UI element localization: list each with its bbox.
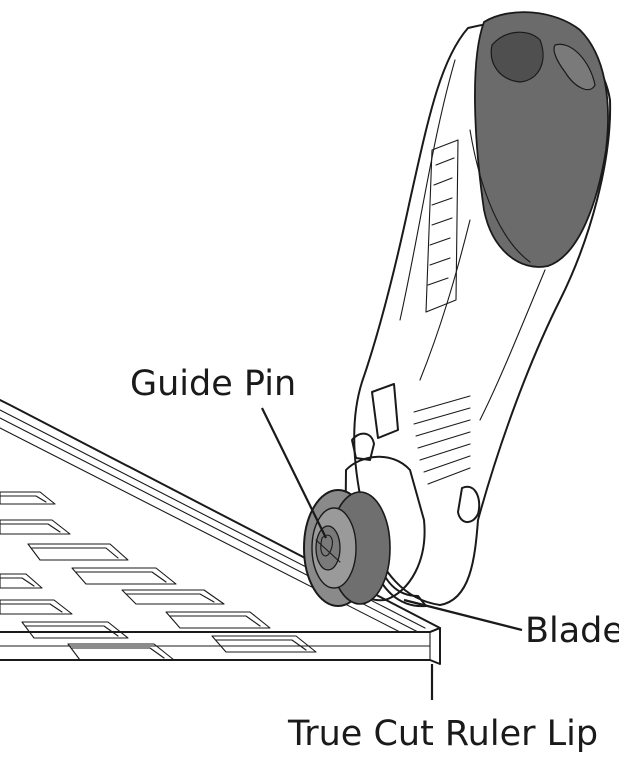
ruler-windows	[0, 491, 317, 661]
guide-pin	[303, 489, 391, 607]
blade-leader	[403, 598, 523, 632]
guide-pin-label: Guide Pin	[130, 364, 296, 404]
ruler	[0, 399, 441, 665]
side-vents	[413, 395, 471, 485]
ruler-lip-label: True Cut Ruler Lip	[287, 714, 598, 754]
guide-pin-leader	[261, 407, 327, 539]
callout-ruler-lip: True Cut Ruler Lip	[287, 664, 598, 754]
front-grip-ridges	[425, 139, 459, 313]
rotary-cutter	[303, 11, 612, 608]
callout-guide-pin: Guide Pin	[130, 364, 327, 539]
blade-label: Blade	[525, 611, 619, 651]
safety-lever	[371, 383, 399, 439]
callout-blade: Blade	[403, 598, 619, 651]
